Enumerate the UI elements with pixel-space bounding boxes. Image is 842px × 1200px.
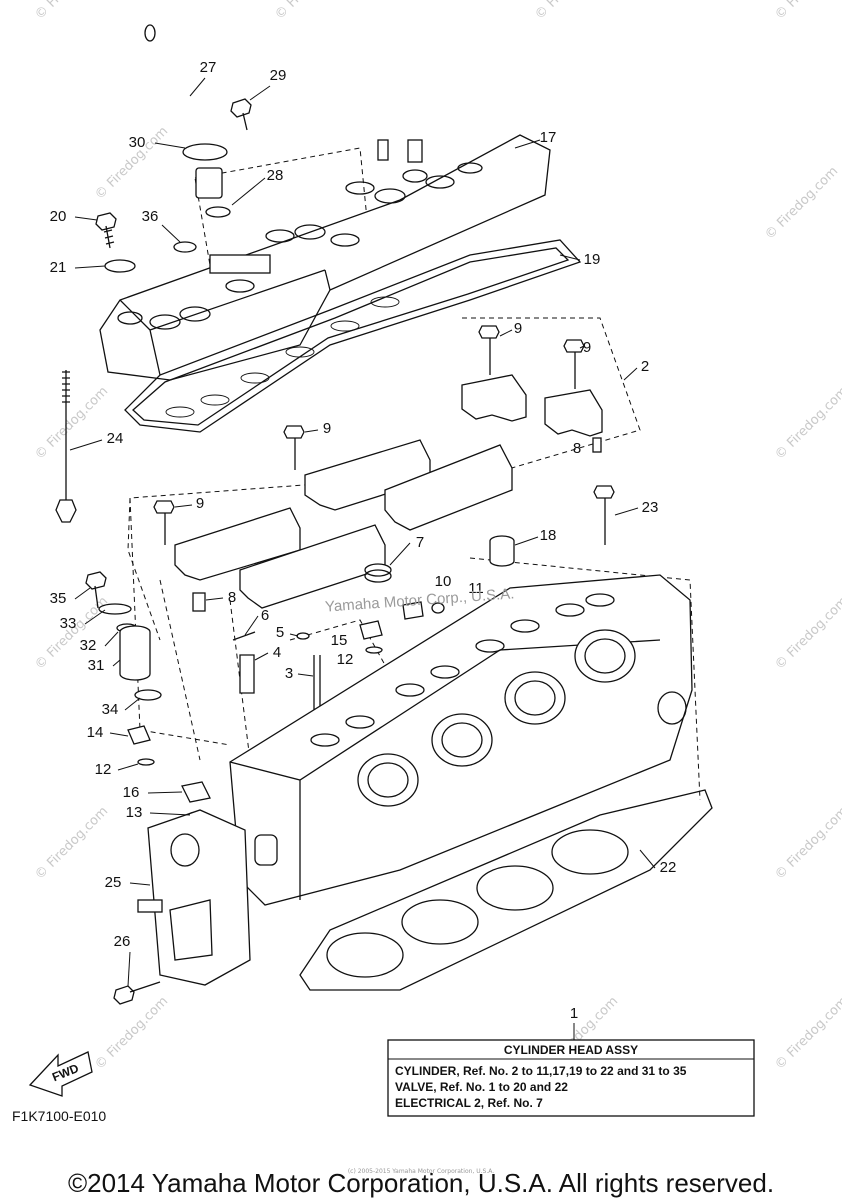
callout-33: 33 (60, 615, 77, 632)
callout-8: 8 (228, 589, 236, 606)
cylinder-head-gasket (299, 789, 713, 991)
callout-35: 35 (50, 590, 67, 607)
callout-17: 17 (540, 129, 557, 146)
callout-30: 30 (129, 134, 146, 151)
cam-cap-row-middle (174, 439, 513, 612)
callout-20: 20 (50, 208, 67, 225)
callout-11: 11 (468, 580, 484, 597)
valve-parts (232, 601, 445, 715)
callout-36: 36 (142, 208, 159, 225)
watermark-text: © Firedog.com (272, 0, 351, 23)
callout-12: 12 (337, 651, 354, 668)
watermark-text: © Firedog.com (32, 804, 111, 883)
dowel-18 (489, 535, 515, 567)
info-box-line: CYLINDER, Ref. No. 2 to 11,17,19 to 22 a… (395, 1064, 687, 1078)
callout-13: 13 (126, 804, 143, 821)
figure-code: F1K7100-E010 (12, 1108, 106, 1124)
callout-15: 15 (331, 632, 348, 649)
valve-dashed-outline (229, 599, 411, 761)
callout-34: 34 (102, 701, 119, 718)
callout-9: 9 (196, 495, 204, 512)
callout-4: 4 (273, 644, 281, 661)
callout-8: 8 (573, 440, 581, 457)
callout-1: 1 (570, 1005, 578, 1022)
callout-12: 12 (95, 761, 112, 778)
bolt-29 (230, 98, 252, 131)
callout-24: 24 (107, 430, 124, 447)
watermark-text: © Firedog.com (772, 384, 842, 463)
callout-23: 23 (642, 499, 659, 516)
callout-25: 25 (105, 874, 122, 891)
cam-cap-bolts (153, 325, 615, 545)
left-parts-stack (85, 571, 211, 819)
callout-31: 31 (88, 657, 105, 674)
grommet-36 (173, 241, 197, 253)
callout-19: 19 (584, 251, 601, 268)
cam-cap-pair-right (461, 374, 603, 453)
callout-9: 9 (323, 420, 331, 437)
callout-27: 27 (200, 59, 217, 76)
callout-28: 28 (267, 167, 284, 184)
bolt-20 (95, 212, 117, 249)
breather-hose (99, 24, 231, 218)
watermark-text: © Firedog.com (532, 0, 611, 23)
watermark-text: © Firedog.com (772, 0, 842, 23)
callout-9: 9 (583, 339, 591, 356)
info-box-title: CYLINDER HEAD ASSY (504, 1043, 638, 1057)
grommet-21 (104, 259, 136, 273)
callout-leaders (69, 77, 656, 987)
callout-29: 29 (270, 67, 287, 84)
copyright-notice: ©2014 Yamaha Motor Corporation, U.S.A. A… (68, 1168, 774, 1198)
callout-26: 26 (114, 933, 131, 950)
callout-3: 3 (285, 665, 293, 682)
callout-10: 10 (435, 573, 452, 590)
watermark-text: © Firedog.com (772, 804, 842, 883)
callout-2: 2 (641, 358, 649, 375)
watermark-text: © Firedog.com (32, 0, 111, 23)
info-box-line: VALVE, Ref. No. 1 to 20 and 22 (395, 1080, 568, 1094)
bracket-25 (137, 809, 251, 986)
callout-14: 14 (87, 724, 104, 741)
info-box-line: ELECTRICAL 2, Ref. No. 7 (395, 1096, 543, 1110)
head-dashed-outline (129, 497, 701, 801)
callout-21: 21 (50, 259, 67, 276)
cylinder-head (229, 574, 693, 906)
callout-7: 7 (416, 534, 424, 551)
head-cover-gasket (124, 239, 582, 433)
head-cover (99, 134, 551, 381)
callout-22: 22 (660, 859, 677, 876)
callout-6: 6 (261, 607, 269, 624)
callout-16: 16 (123, 784, 140, 801)
fine-print: (c) 2005-2015 Yamaha Motor Corporation, … (348, 1168, 494, 1175)
spark-plug-7 (364, 563, 392, 583)
info-box: CYLINDER HEAD ASSY CYLINDER, Ref. No. 2 … (387, 1023, 755, 1117)
callout-5: 5 (276, 624, 284, 641)
watermark-text: © Firedog.com (32, 384, 111, 463)
watermark-text: © Firedog.com (92, 994, 171, 1073)
callout-32: 32 (80, 637, 97, 654)
watermark-text: © Firedog.com (772, 994, 842, 1073)
callout-18: 18 (540, 527, 557, 544)
dipstick (55, 370, 77, 523)
forward-arrow-icon: FWD (28, 1051, 93, 1097)
watermark-text: © Firedog.com (772, 594, 842, 673)
watermark-text: © Firedog.com (762, 164, 841, 243)
callout-9: 9 (514, 320, 522, 337)
